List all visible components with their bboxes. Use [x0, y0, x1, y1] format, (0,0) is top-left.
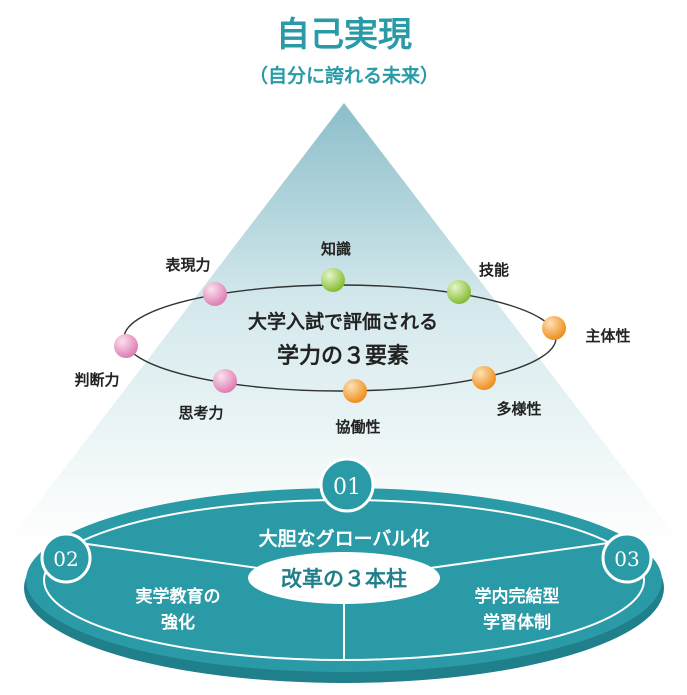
node-label: 主体性: [585, 327, 630, 345]
center-line-2: 学力の３要素: [277, 343, 409, 369]
orange-dot: [343, 379, 367, 403]
node-label: 知識: [321, 240, 351, 258]
node-shikouryoku: 思考力: [178, 369, 237, 422]
node-ginou: 技能: [447, 261, 509, 304]
node-label: 思考力: [178, 404, 223, 422]
center-pill: [248, 552, 440, 604]
node-chishiki: 知識: [321, 240, 351, 292]
green-dot: [447, 280, 471, 304]
badge-ring: [601, 532, 653, 584]
badge-number: 02: [53, 547, 78, 571]
node-label: 協働性: [335, 418, 380, 436]
badge-01: 01: [319, 457, 375, 513]
node-label: 判断力: [74, 371, 119, 389]
pillar-right-line-1: 学内完結型: [475, 586, 560, 607]
center-pill-label: 改革の３本柱: [281, 567, 407, 591]
pillar-right-line-2: 学習体制: [483, 612, 551, 633]
green-dot: [321, 268, 345, 292]
node-handanryoku: 判断力: [74, 334, 138, 389]
pink-dot: [203, 282, 227, 306]
badge-ring: [319, 457, 375, 513]
badge-number: 01: [333, 475, 361, 500]
pink-dot: [114, 334, 138, 358]
badge-number: 03: [614, 547, 639, 571]
pyramid-triangle: [6, 103, 682, 545]
center-line-1: 大学入試で評価される: [248, 310, 438, 333]
badge-02: 02: [40, 532, 92, 584]
badge-ring: [40, 532, 92, 584]
pillar-left-line-2: 強化: [161, 612, 195, 633]
pillar-left-line-1: 実学教育の: [136, 586, 221, 607]
pink-dot: [213, 369, 237, 393]
node-label: 表現力: [165, 256, 210, 274]
orange-dot: [472, 366, 496, 390]
badge-03: 03: [601, 532, 653, 584]
node-kyoudousei: 協働性: [335, 379, 381, 436]
pillar-top-label: 大胆なグローバル化: [259, 527, 430, 550]
orange-dot: [542, 316, 566, 340]
page-title: 自己実現: [276, 15, 412, 55]
node-label: 多様性: [496, 400, 541, 418]
divider-left: [79, 542, 287, 573]
divider-right: [401, 542, 609, 573]
node-hyougenryoku: 表現力: [165, 256, 227, 306]
node-tayousei: 多様性: [472, 366, 542, 418]
node-shutaisei: 主体性: [542, 316, 631, 345]
node-label: 技能: [479, 261, 509, 279]
page-subtitle: （自分に誇れる未来）: [249, 64, 439, 87]
pillars-disc: 改革の３本柱 大胆なグローバル化 実学教育の 強化 学内完結型 学習体制: [24, 488, 664, 683]
